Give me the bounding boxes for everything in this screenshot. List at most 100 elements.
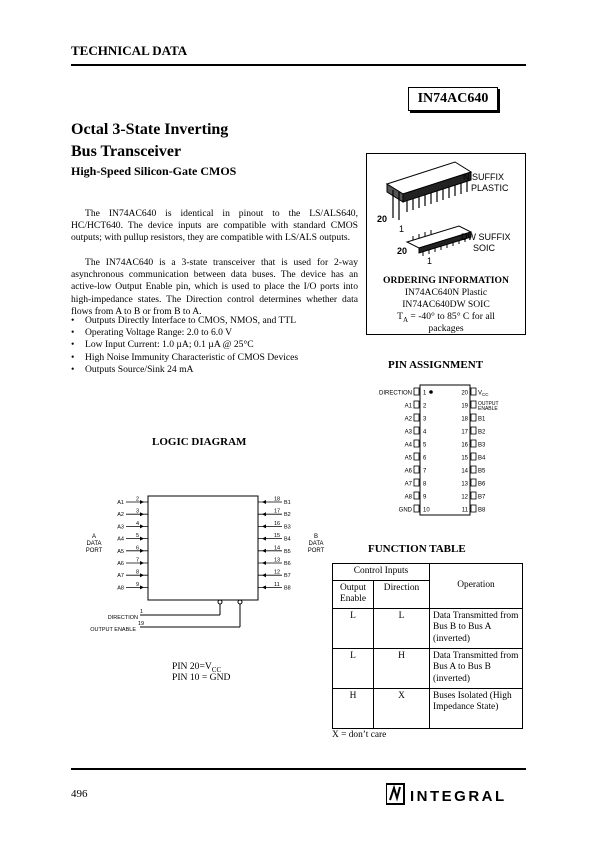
- pin-left-label: A7: [405, 482, 413, 488]
- a-input-label: A2: [117, 512, 124, 518]
- feature-item: Outputs Directly Interface to CMOS, NMOS…: [71, 315, 361, 327]
- function-table: Control Inputs Operation Output Enable D…: [332, 563, 523, 729]
- pin-right-number: 12: [461, 495, 468, 501]
- pin-left: [413, 439, 420, 448]
- description-paragraph-1: The IN74AC640 is identical in pinout to …: [71, 208, 358, 244]
- description-paragraph-2: The IN74AC640 is a 3-state transceiver t…: [71, 257, 358, 317]
- control-inputs-header: Control Inputs: [332, 563, 430, 581]
- pin-right: [470, 439, 477, 448]
- page-number: 496: [71, 788, 88, 800]
- a-port-label-3: PORT: [86, 548, 103, 554]
- pin-left-label: A5: [405, 456, 413, 462]
- b-output-label: B1: [284, 500, 291, 506]
- table-cell: Data Transmitted from Bus B to Bus A (in…: [429, 607, 523, 649]
- pin-left-number: 4: [423, 430, 427, 436]
- feature-item: Operating Voltage Range: 2.0 to 6.0 V: [71, 327, 361, 339]
- brand-name: INTEGRAL: [410, 788, 507, 805]
- a-pin-number: 5: [136, 533, 139, 539]
- pin-left-label: A1: [405, 404, 413, 410]
- pin-right: [470, 400, 477, 409]
- soic-pin20-label: 20: [397, 246, 407, 256]
- pin-right-label: OUTPUT: [478, 401, 499, 407]
- table-cell: Buses Isolated (High Impedance State): [429, 687, 523, 729]
- title-line-2: Bus Transceiver: [71, 143, 182, 160]
- a-port-label-2: DATA: [86, 541, 101, 547]
- pin-left-label: A2: [405, 417, 413, 423]
- b-pin-number: 18: [274, 497, 280, 503]
- pin-right: [470, 491, 477, 500]
- pin-right-number: 13: [461, 482, 468, 488]
- pin-left-label: GND: [399, 508, 413, 514]
- pin-right-number: 14: [461, 469, 468, 475]
- pin10-note: PIN 10 = GND: [172, 672, 231, 683]
- pin-right-label: B1: [478, 417, 486, 423]
- a-input-label: A8: [117, 585, 124, 591]
- b-pin-number: 15: [274, 533, 280, 539]
- table-cell: L: [332, 647, 374, 689]
- pin-left-number: 9: [423, 495, 427, 501]
- pin-right: [470, 478, 477, 487]
- b-output-label: B7: [284, 573, 291, 579]
- soic-package-icon: [405, 225, 473, 256]
- pin-right: [470, 465, 477, 474]
- direction-pin: 1: [140, 609, 143, 615]
- a-input-label: A5: [117, 549, 124, 555]
- b-pin-number: 17: [274, 509, 280, 515]
- subtitle: High-Speed Silicon-Gate CMOS: [71, 164, 237, 178]
- a-input-label: A4: [117, 537, 124, 543]
- section-header: TECHNICAL DATA: [71, 43, 188, 58]
- table-cell: H: [373, 647, 430, 689]
- title-line-1: Octal 3-State Inverting: [71, 121, 229, 138]
- part-number-box: IN74AC640: [408, 87, 498, 111]
- pin-left-label: A6: [405, 469, 413, 475]
- b-output-label: B5: [284, 549, 291, 555]
- a-pin-number: 8: [136, 570, 139, 576]
- pin-right-label: B4: [478, 456, 486, 462]
- dip-pin1-label: 1: [399, 224, 404, 234]
- direction-label: DIRECTION: [108, 615, 138, 621]
- pin-left: [413, 478, 420, 487]
- pin-left-number: 2: [423, 404, 427, 410]
- a-pin-number: 7: [136, 558, 139, 564]
- b-output-label: B8: [284, 585, 291, 591]
- function-table-heading: FUNCTION TABLE: [368, 543, 466, 555]
- b-pin-number: 12: [274, 570, 280, 576]
- b-output-label: B2: [284, 512, 291, 518]
- direction-header: Direction: [373, 579, 430, 609]
- pin-left: [413, 413, 420, 422]
- b-pin-number: 11: [274, 582, 280, 588]
- pin-left: [413, 452, 420, 461]
- b-pin-number: 16: [274, 521, 280, 527]
- brand-logo: INTEGRAL: [385, 782, 526, 813]
- pin-right-number: 15: [461, 456, 468, 462]
- pin-right-number: 20: [461, 391, 468, 397]
- pin-left-number: 8: [423, 482, 427, 488]
- pin-right: [470, 504, 477, 513]
- package-illustration: 20 1 N SUFFIX PLASTIC 20 1 DW SUFFIX SOI…: [377, 161, 511, 266]
- n-suffix-label: N SUFFIX: [463, 172, 504, 182]
- pin-left-number: 3: [423, 417, 427, 423]
- pin-left-number: 1: [423, 391, 427, 397]
- b-output-label: B4: [284, 537, 291, 543]
- pin-right-label: B7: [478, 495, 486, 501]
- pin20-note: PIN 20=VCC: [172, 661, 222, 674]
- table-cell: H: [332, 687, 374, 729]
- pin-right-number: 17: [461, 430, 468, 436]
- dip-pin20-label: 20: [377, 214, 387, 224]
- a-input-label: A3: [117, 524, 124, 530]
- a-input-label: A7: [117, 573, 124, 579]
- pin-left-label: A3: [405, 430, 413, 436]
- footer-rule: [71, 768, 526, 770]
- pin-right-label: VCC: [478, 391, 489, 398]
- pin-right: [470, 452, 477, 461]
- a-input-label: A1: [117, 500, 124, 506]
- pin-right-number: 11: [462, 508, 469, 514]
- pin-right-label: B2: [478, 430, 486, 436]
- table-note: X = don’t care: [332, 730, 387, 740]
- feature-item: High Noise Immunity Characteristic of CM…: [71, 352, 361, 364]
- table-cell: X: [373, 687, 430, 729]
- pin-right-number: 19: [461, 404, 468, 410]
- pin-right: [470, 426, 477, 435]
- pin-right-label: ENABLE: [478, 406, 498, 412]
